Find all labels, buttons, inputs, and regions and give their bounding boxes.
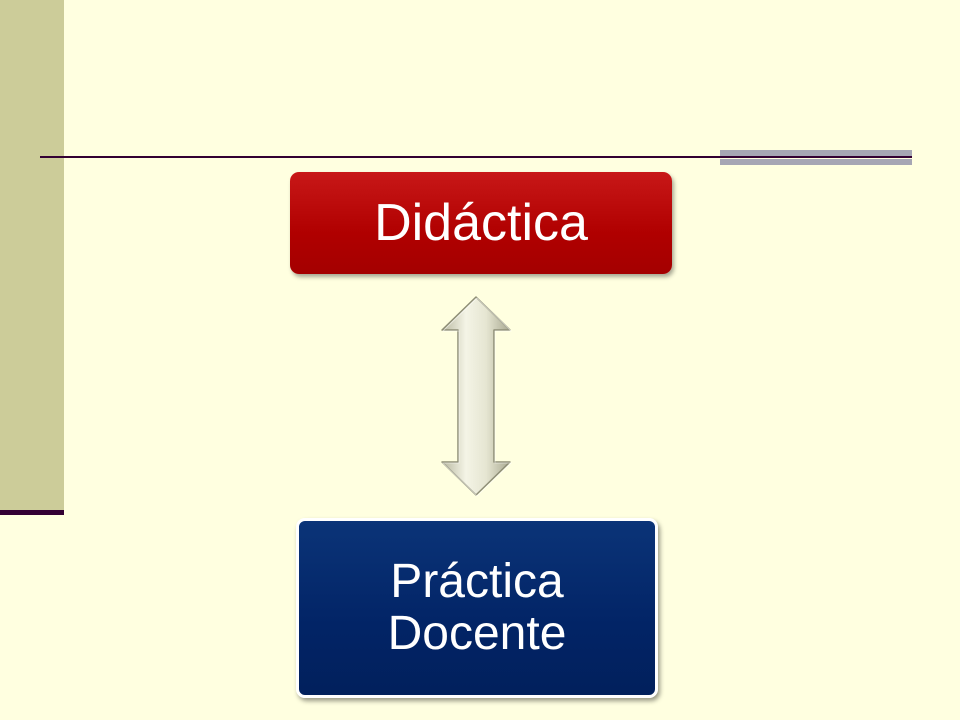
didactica-box: Didáctica [290,172,672,274]
title-rule [40,156,912,158]
sidebar-underline [0,510,64,515]
decorative-sidebar [0,0,64,512]
docente-label: Docente [387,607,567,660]
practica-label: Práctica [390,555,564,608]
rule-accent-bottom [720,159,912,165]
double-arrow-icon [441,296,512,497]
rule-accent-top [720,150,912,156]
didactica-label: Didáctica [374,194,588,252]
practica-docente-box: Práctica Docente [296,518,658,698]
